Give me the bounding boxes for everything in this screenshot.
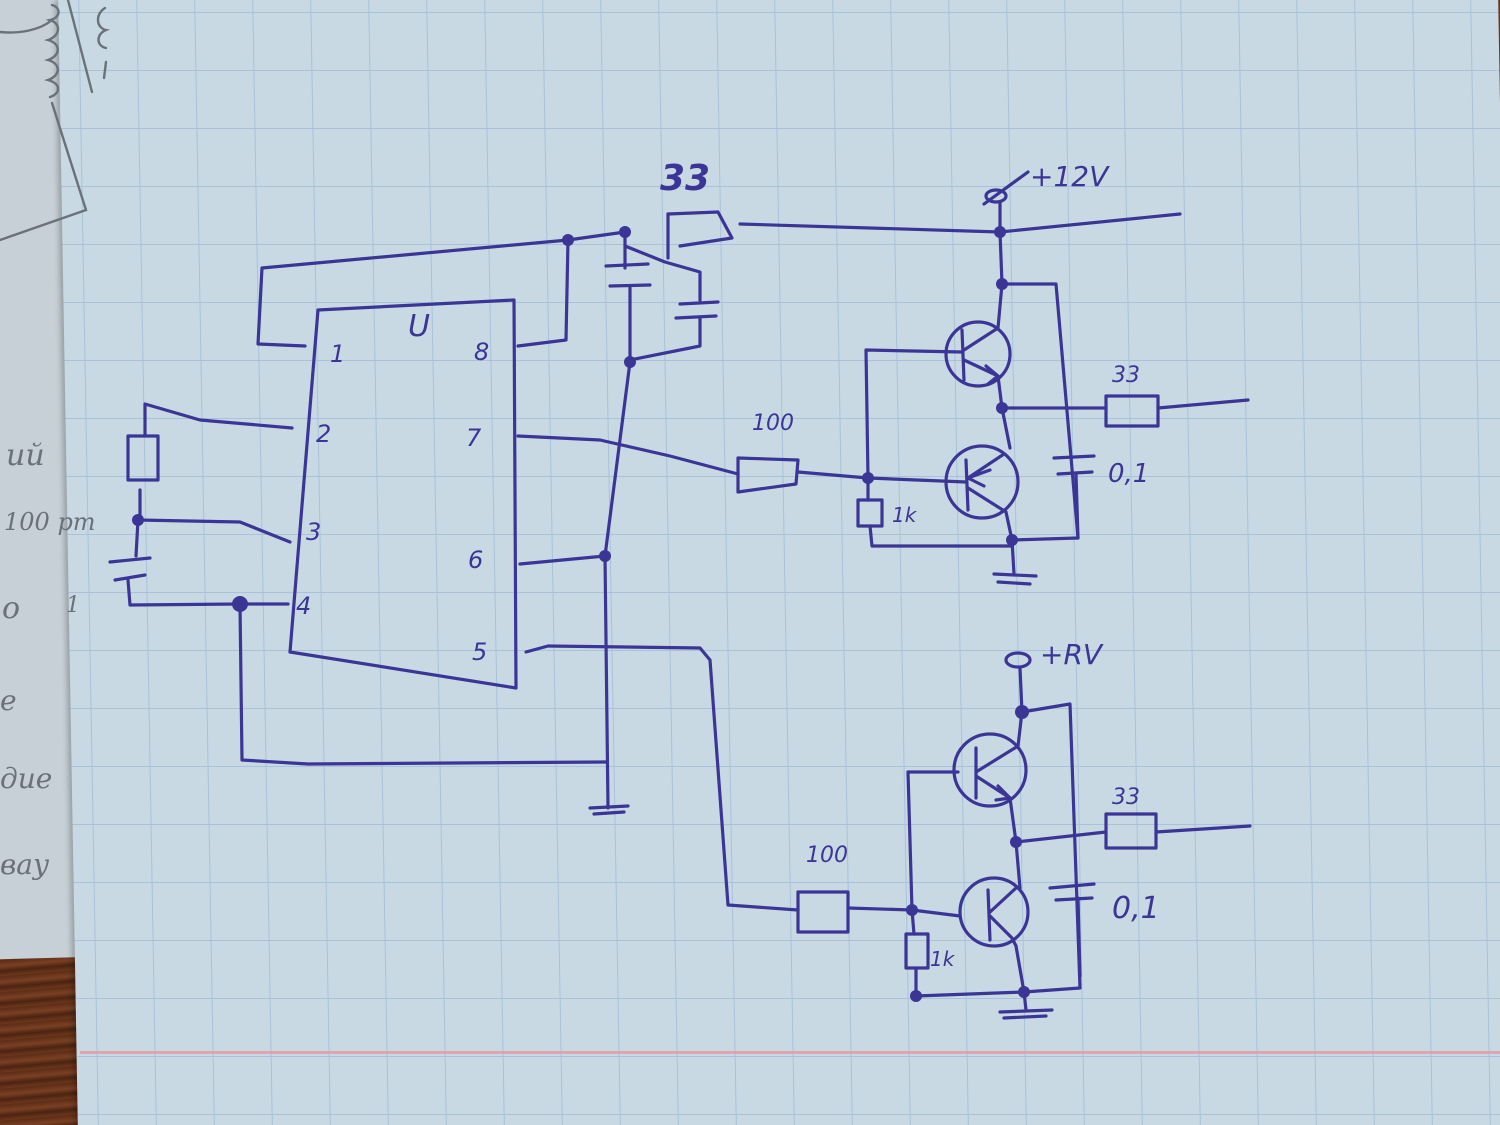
capacitor-plate [1048, 882, 1096, 890]
stage2-output-resistor [1104, 812, 1158, 850]
background-transformer-sketch [0, 0, 111, 242]
junction-dot [619, 226, 631, 238]
capacitor-plate [678, 300, 720, 306]
output-stage-1: 33 0,1 100 1k [736, 230, 1250, 586]
junction-dot [996, 402, 1008, 414]
junction-dot [1010, 836, 1022, 848]
timing-capacitor-plate [113, 573, 147, 582]
ic-body-outline [288, 298, 518, 690]
output-stage-2: +RV 33 0,1 100 1k [796, 638, 1252, 1020]
supply-top-label: +12V [1030, 160, 1110, 193]
top-resistor-label: 33 [660, 158, 710, 199]
junction-dot [624, 356, 636, 368]
capacitor-plate [1054, 896, 1094, 902]
junction-dot [1006, 534, 1018, 546]
capacitor-plate [1052, 454, 1096, 460]
pin-2-label: 2 [316, 420, 331, 448]
timing-resistor [126, 434, 160, 482]
capacitor-plate [674, 314, 718, 320]
note-fragment: дие [0, 762, 52, 795]
note-fragment: е [0, 684, 17, 717]
stage1-capacitor-label: 0,1 [1108, 459, 1149, 489]
npn-transistor-icon [944, 320, 1012, 388]
stage2-input-resistor [796, 890, 850, 934]
stage1-bias-resistor-label: 1k [892, 503, 918, 527]
supply-terminal-icon [1004, 651, 1032, 669]
ic-name-label: U [408, 309, 430, 344]
pin-8-label: 8 [474, 338, 489, 366]
red-margin-line [80, 1051, 1500, 1054]
stage2-input-resistor-label: 100 [806, 843, 848, 868]
note-fragment: о [2, 591, 20, 626]
ground-symbol [998, 1008, 1054, 1020]
pin-1-label: 1 [330, 340, 345, 368]
ic-chip: U 1 2 3 4 5 6 7 8 [288, 298, 518, 690]
junction-dot [562, 234, 574, 246]
pin-5-label: 5 [472, 638, 487, 666]
stage1-output-resistor [1104, 394, 1160, 428]
stage1-input-resistor-label: 100 [752, 411, 794, 436]
timing-capacitors-top [604, 244, 720, 364]
junction-dot [906, 904, 918, 916]
capacitor-plate [604, 262, 650, 268]
supply-terminal-icon [984, 188, 1008, 204]
ground-symbol [992, 572, 1038, 586]
npn-transistor-icon [952, 732, 1028, 808]
supply-bottom-label: +RV [1040, 638, 1104, 671]
junction-dot [132, 514, 144, 526]
stage2-output-resistor-label: 33 [1112, 785, 1140, 810]
top-resistor-33: 33 [660, 158, 1002, 260]
junction-dot [910, 990, 922, 1002]
junction-dot [996, 278, 1008, 290]
note-fragment: ий [6, 438, 45, 473]
stage2-bias-resistor-label: 1k [930, 947, 956, 971]
stage1-input-resistor [736, 456, 800, 494]
stage2-capacitor-label: 0,1 [1112, 891, 1160, 926]
junction-dot [232, 596, 248, 612]
junction-dot [994, 226, 1006, 238]
junction-dots [132, 226, 1030, 1002]
wires [108, 230, 800, 912]
note-fragment: 100 рт [4, 508, 96, 536]
capacitor-plate [608, 283, 652, 288]
junction-dot [599, 550, 611, 562]
pin-3-label: 3 [306, 518, 321, 546]
stage1-output-resistor-label: 33 [1112, 363, 1140, 388]
junction-dot [1018, 986, 1030, 998]
junction-dot [862, 472, 874, 484]
supply-rail-top: +12V [982, 160, 1182, 234]
background-notes-text: ий 100 рт о 1 е дие вау [0, 438, 96, 881]
npn-transistor-icon [958, 876, 1030, 948]
junction-dot [1015, 705, 1029, 719]
timing-capacitor-plate [108, 556, 152, 564]
pin-6-label: 6 [468, 546, 483, 574]
note-fragment: 1 [66, 593, 80, 618]
pin-4-label: 4 [296, 592, 311, 620]
ground-symbol [588, 804, 630, 816]
pin-7-label: 7 [466, 424, 482, 452]
note-fragment: вау [0, 848, 50, 881]
stage1-bias-resistor [856, 498, 884, 528]
stage2-bias-resistor [904, 932, 930, 970]
